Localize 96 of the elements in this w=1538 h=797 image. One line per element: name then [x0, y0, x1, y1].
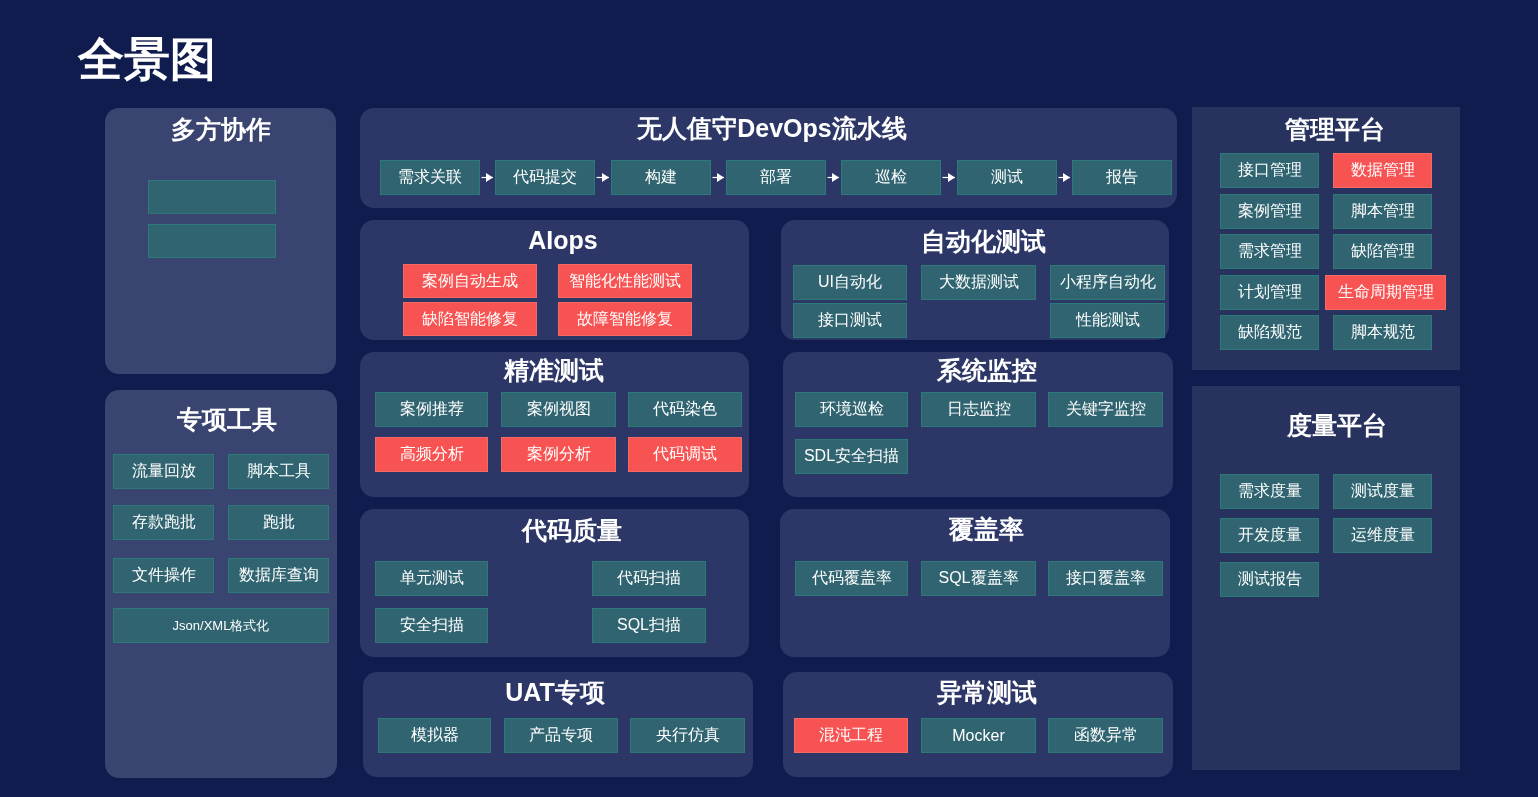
item-box: 案例自动生成: [403, 264, 537, 298]
item-box: SQL扫描: [592, 608, 706, 643]
item-box: UI自动化: [793, 265, 907, 300]
item-box: 接口测试: [793, 303, 907, 338]
item-box: 数据管理: [1333, 153, 1432, 188]
panel-heading: 系统监控: [937, 355, 1037, 385]
item-box: 环境巡检: [795, 392, 908, 427]
item-box: 测试度量: [1333, 474, 1432, 509]
item-box: 案例推荐: [375, 392, 488, 427]
group-panel: [781, 220, 1169, 340]
item-box: 案例分析: [501, 437, 616, 472]
item-box: 文件操作: [113, 558, 214, 593]
item-box: 存款跑批: [113, 505, 214, 540]
panel-heading: 覆盖率: [948, 514, 1024, 544]
item-box: 需求管理: [1220, 234, 1319, 269]
item-box: 关键字监控: [1048, 392, 1163, 427]
item-box: 报告: [1072, 160, 1172, 195]
item-box: 缺陷规范: [1220, 315, 1319, 350]
group-panel: [105, 108, 336, 374]
panel-heading: 异常测试: [937, 677, 1037, 707]
item-box: SDL安全扫描: [795, 439, 908, 474]
item-box: Mocker: [921, 718, 1036, 753]
item-box: 高频分析: [375, 437, 488, 472]
item-box: 混沌工程: [794, 718, 908, 753]
item-box: 脚本管理: [1333, 194, 1432, 229]
group-panel: [360, 220, 749, 340]
item-box: 案例视图: [501, 392, 616, 427]
item-box: 生命周期管理: [1325, 275, 1446, 310]
panel-heading: 代码质量: [522, 515, 622, 545]
item-box: 故障智能修复: [558, 302, 692, 336]
item-box: 代码调试: [628, 437, 742, 472]
item-box: 部署: [726, 160, 826, 195]
item-box: 测试: [957, 160, 1057, 195]
panel-heading: 度量平台: [1287, 410, 1387, 440]
item-box: 小程序自动化: [1050, 265, 1165, 300]
group-panel: [363, 672, 753, 777]
item-box: 案例管理: [1220, 194, 1319, 229]
item-box: 脚本工具: [228, 454, 329, 489]
panel-heading: 精准测试: [504, 355, 604, 385]
group-panel: [360, 509, 749, 657]
item-box: 接口覆盖率: [1048, 561, 1163, 596]
item-box: 运维度量: [1333, 518, 1432, 553]
panel-heading: 多方协作: [171, 114, 271, 144]
arrow: [1057, 173, 1071, 182]
group-panel: [783, 672, 1173, 777]
item-box: 流量回放: [113, 454, 214, 489]
item-box: 计划管理: [1220, 275, 1319, 310]
arrow: [826, 173, 840, 182]
item-box: 代码覆盖率: [795, 561, 908, 596]
item-box: 代码提交: [495, 160, 595, 195]
item-box: [148, 180, 276, 214]
panel-heading: 自动化测试: [920, 226, 1046, 256]
group-panel: [783, 352, 1173, 497]
item-box: 产品专项: [504, 718, 618, 753]
item-box: 需求关联: [380, 160, 480, 195]
item-box: 代码染色: [628, 392, 742, 427]
item-box: 测试报告: [1220, 562, 1319, 597]
item-box: 接口管理: [1220, 153, 1319, 188]
item-box: 构建: [611, 160, 711, 195]
item-box: SQL覆盖率: [921, 561, 1036, 596]
item-box: 安全扫描: [375, 608, 488, 643]
group-panel: [360, 352, 749, 497]
item-box: 巡检: [841, 160, 941, 195]
arrow: [941, 173, 956, 182]
panel-heading: 管理平台: [1285, 114, 1385, 144]
item-box: 跑批: [228, 505, 329, 540]
group-panel: [1192, 107, 1460, 370]
item-box: 日志监控: [921, 392, 1036, 427]
arrow: [711, 173, 725, 182]
page-title: 全景图: [78, 32, 216, 87]
item-box: 脚本规范: [1333, 315, 1432, 350]
panel-heading: 专项工具: [177, 404, 277, 434]
arrow: [595, 173, 610, 182]
item-box: Json/XML格式化: [113, 608, 329, 643]
group-panel: [780, 509, 1170, 657]
arrow: [480, 173, 494, 182]
panel-heading: UAT专项: [505, 677, 605, 707]
panel-heading: AIops: [528, 225, 598, 255]
item-box: 缺陷智能修复: [403, 302, 537, 336]
panel-heading: 无人值守DevOps流水线: [637, 113, 907, 143]
item-box: 代码扫描: [592, 561, 706, 596]
group-panel: [1192, 386, 1460, 770]
item-box: 缺陷管理: [1333, 234, 1432, 269]
group-panel: [105, 390, 337, 778]
item-box: 大数据测试: [921, 265, 1036, 300]
item-box: 智能化性能测试: [558, 264, 692, 298]
item-box: 单元测试: [375, 561, 488, 596]
group-panel: [360, 108, 1177, 208]
item-box: 性能测试: [1050, 303, 1165, 338]
item-box: 函数异常: [1048, 718, 1163, 753]
item-box: 需求度量: [1220, 474, 1319, 509]
item-box: 数据库查询: [228, 558, 329, 593]
item-box: 模拟器: [378, 718, 491, 753]
item-box: 央行仿真: [630, 718, 745, 753]
item-box: 开发度量: [1220, 518, 1319, 553]
item-box: [148, 224, 276, 258]
